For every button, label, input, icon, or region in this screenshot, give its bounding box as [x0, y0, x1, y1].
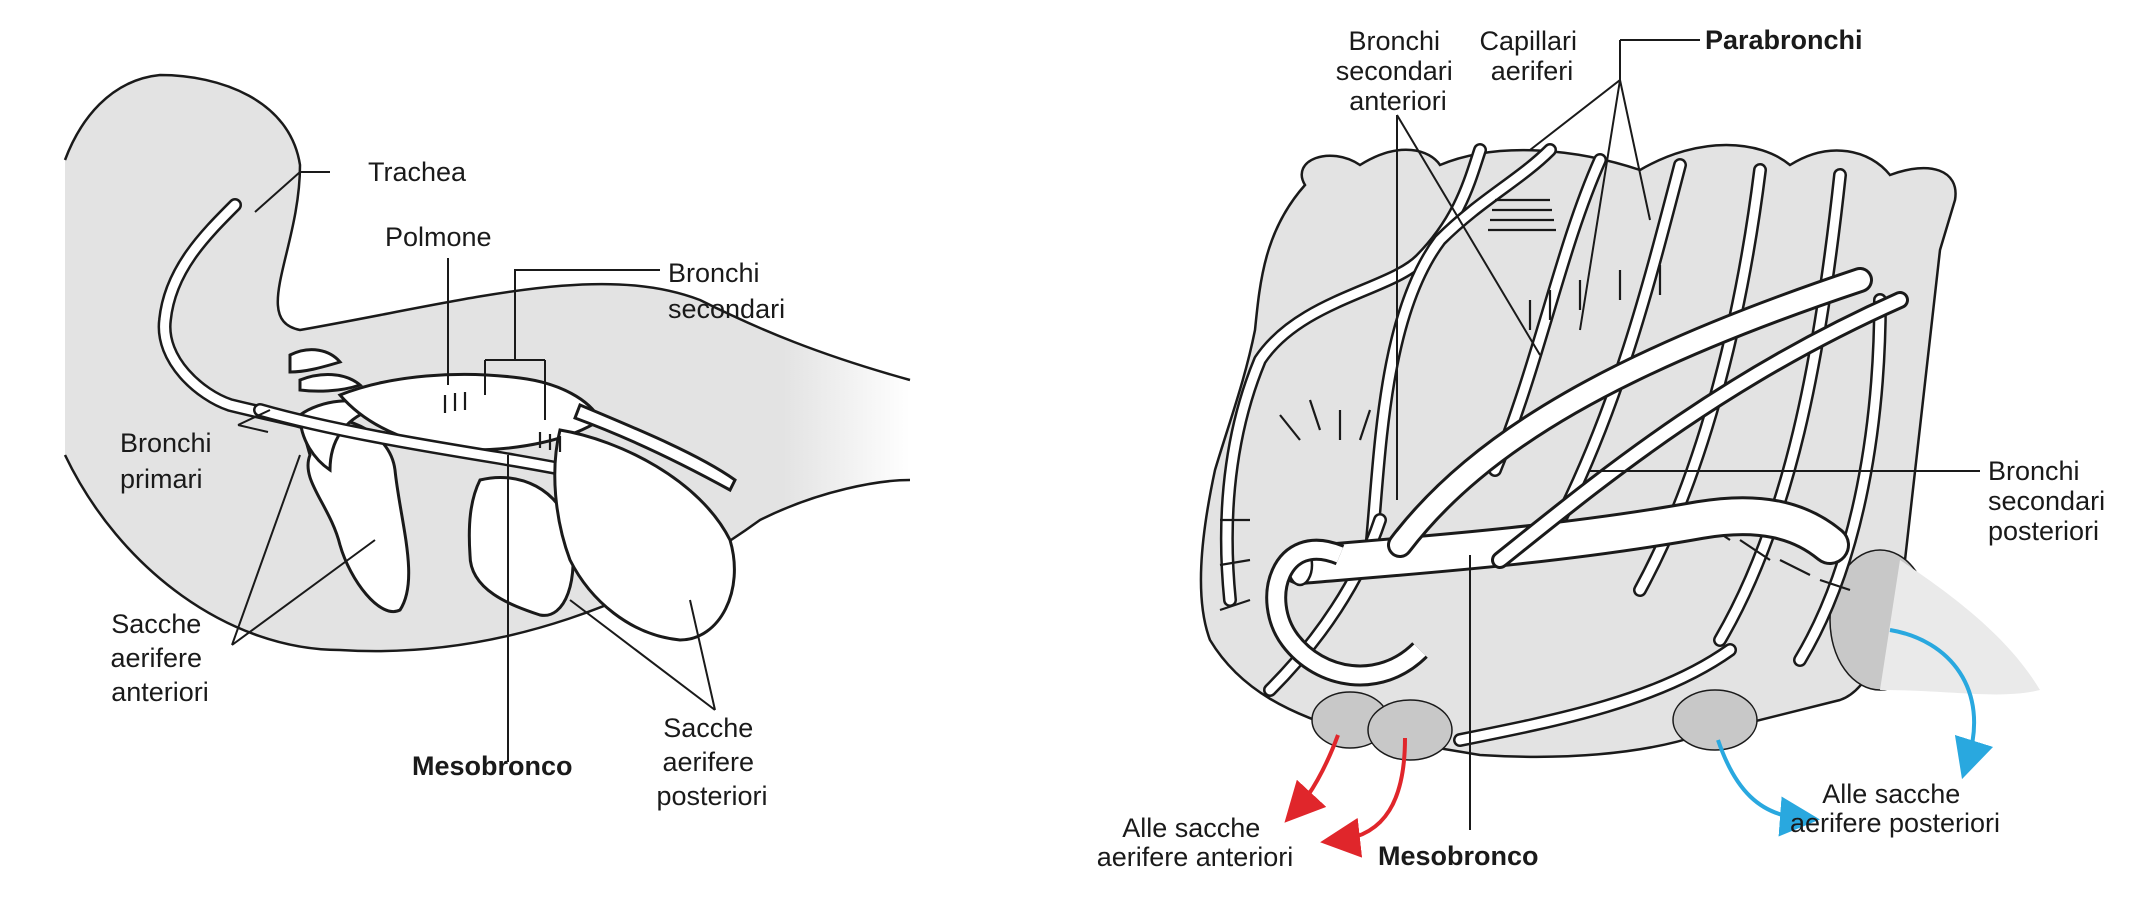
label-alle-sacche-posteriori: Alle sacche aerifere posteriori: [1790, 779, 2000, 838]
right-diagram: Bronchi secondari anteriori Capillari ae…: [1097, 25, 2113, 872]
label-mesobronco-left: Mesobronco: [412, 751, 573, 781]
arrow-to-anterior-sacs-1: [1284, 734, 1340, 823]
arrow-to-anterior-sacs-2: [1320, 737, 1407, 858]
label-bronchi-primari: Bronchi primari: [120, 428, 219, 494]
label-bronchi-secondari: Bronchi secondari: [668, 258, 785, 324]
label-bronchi-secondari-anteriori: Bronchi secondari anteriori: [1336, 26, 1461, 116]
left-diagram: Trachea Polmone Bronchi secondari Bronch…: [63, 73, 911, 811]
posterior-air-sac-2: [553, 428, 736, 642]
label-mesobronco-right: Mesobronco: [1378, 841, 1539, 871]
label-capillari-aeriferi: Capillari aeriferi: [1479, 26, 1584, 86]
label-bronchi-secondari-posteriori: Bronchi secondari posteriori: [1988, 456, 2113, 546]
label-sacche-posteriori: Sacche aerifere posteriori: [656, 713, 767, 811]
posterior-air-sac-1: [467, 475, 575, 617]
label-sacche-anteriori: Sacche aerifere anteriori: [110, 609, 209, 707]
label-alle-sacche-anteriori: Alle sacche aerifere anteriori: [1097, 813, 1294, 872]
arrow-to-posterior-sacs-2: [1889, 628, 1994, 780]
label-polmone: Polmone: [385, 222, 492, 252]
arrow-to-posterior-sacs-1: [1716, 739, 1820, 837]
label-parabronchi: Parabronchi: [1705, 25, 1863, 55]
label-trachea: Trachea: [368, 157, 467, 187]
